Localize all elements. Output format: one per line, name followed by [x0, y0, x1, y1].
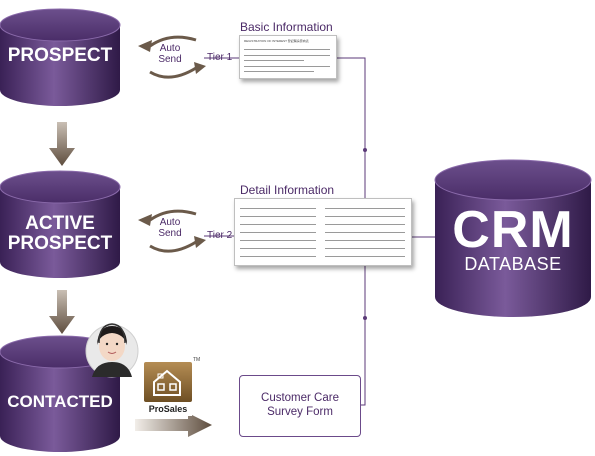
tier-1-text: Tier 1 [207, 52, 233, 63]
auto-send-1-line1: Auto [159, 43, 181, 54]
form-line [240, 232, 316, 233]
tier-2-text: Tier 2 [207, 230, 233, 241]
form-line [325, 240, 405, 241]
form-line [325, 216, 405, 217]
form-line [240, 216, 316, 217]
auto-send-label-1: Auto Send [150, 43, 190, 65]
form-line [240, 224, 316, 225]
auto-send-arrows-tier1 [149, 35, 197, 79]
crm-title-text: CRM [452, 201, 574, 259]
basic-form-header: REGISTRATION OF INTEREST 登記購房意向表 [244, 39, 309, 43]
form-line [244, 55, 330, 56]
auto-send-label-2: Auto Send [150, 217, 190, 239]
active-prospect-cylinder [0, 170, 121, 278]
prosales-arrow [135, 413, 212, 437]
auto-send-2-line1: Auto [159, 217, 181, 228]
crm-subtitle-text: DATABASE [464, 254, 562, 274]
prosales-tm: TM [193, 357, 200, 363]
prosales-text: ProSales [148, 404, 188, 414]
basic-info-title: Basic Information [240, 20, 333, 34]
detail-info-title: Detail Information [240, 183, 335, 197]
form-line [240, 248, 316, 249]
prosales-logo [144, 362, 192, 416]
form-line [244, 49, 330, 50]
stage-active-prospect-label: ACTIVE PROSPECT [0, 214, 120, 254]
detail-info-form [234, 198, 412, 266]
form-line [244, 60, 304, 61]
form-line [325, 232, 405, 233]
stage-active-line2: PROSPECT [7, 232, 113, 254]
prosales-tm-text: TM [193, 357, 201, 363]
down-arrow-2 [49, 290, 75, 334]
form-line [325, 208, 405, 209]
prospect-cylinder [0, 8, 121, 106]
survey-line1: Customer Care [261, 392, 339, 405]
crm-subtitle: DATABASE [435, 254, 591, 275]
form-line [240, 240, 316, 241]
stage-contacted-text: CONTACTED [7, 392, 113, 411]
agent-avatar [85, 323, 139, 378]
form-line [325, 256, 405, 257]
form-line [325, 224, 405, 225]
auto-send-arrows-tier2 [149, 209, 197, 253]
form-line [244, 66, 330, 67]
form-line [325, 248, 405, 249]
crm-title: CRM [435, 200, 591, 260]
auto-send-1-line2: Send [158, 54, 182, 65]
stage-prospect-text: PROSPECT [7, 45, 113, 66]
basic-info-form: REGISTRATION OF INTEREST 登記購房意向表 [239, 35, 337, 79]
tier-1-label: Tier 1 [207, 52, 232, 63]
tier-2-label: Tier 2 [207, 230, 232, 241]
down-arrow-1 [49, 122, 75, 166]
form-line [240, 208, 316, 209]
crm-database-cylinder [434, 159, 592, 317]
form-line [240, 256, 316, 257]
customer-care-survey-box: Customer Care Survey Form [239, 375, 361, 437]
form-line [244, 71, 314, 72]
prosales-label: ProSales [144, 404, 192, 414]
auto-send-2-line2: Send [158, 228, 182, 239]
stage-active-line1: ACTIVE [25, 213, 95, 234]
stage-prospect-label: PROSPECT [0, 46, 120, 66]
survey-line2: Survey Form [267, 406, 333, 418]
stage-contacted-label: CONTACTED [0, 393, 120, 411]
